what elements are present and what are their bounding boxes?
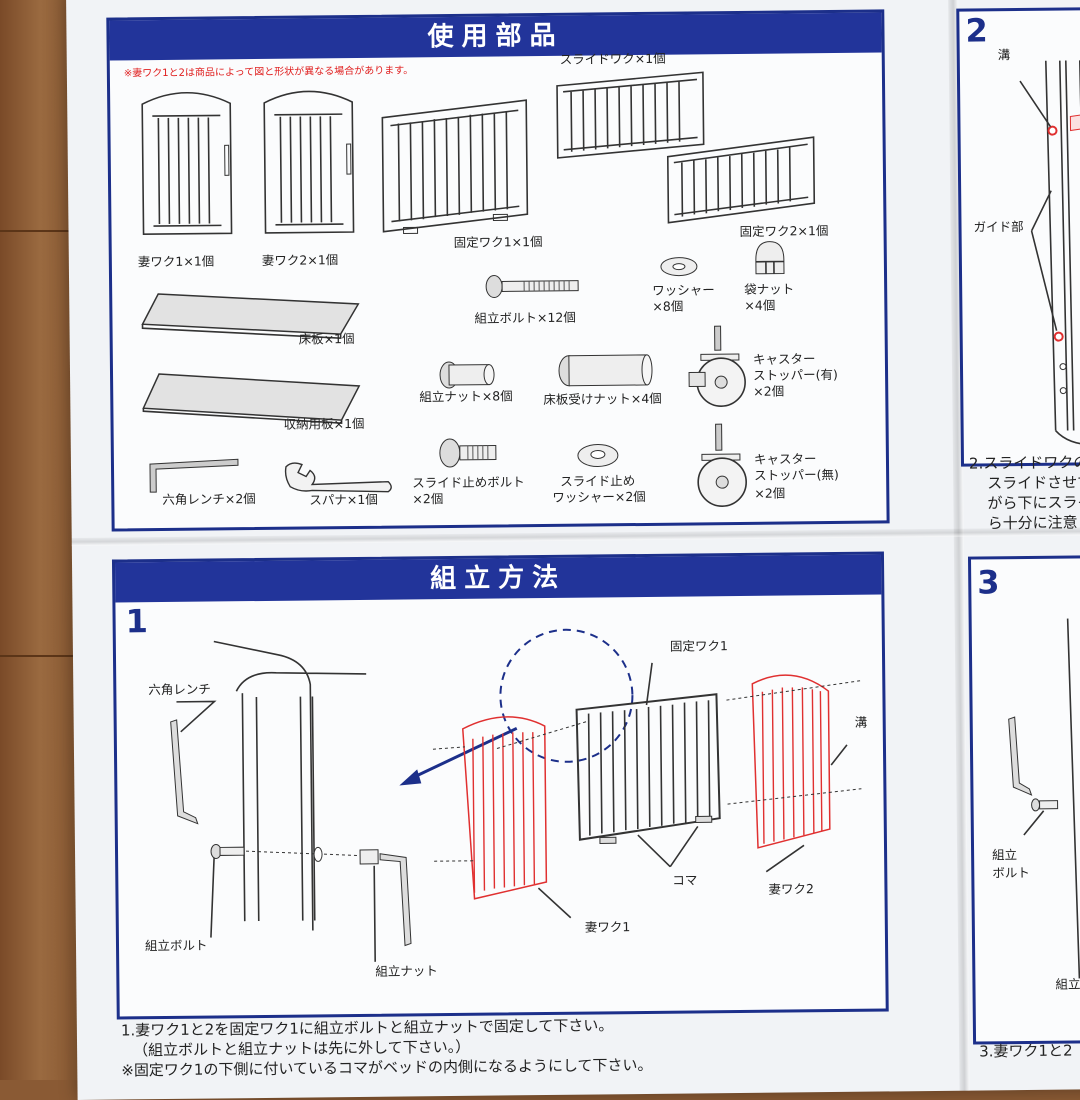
- hex-wrench-illustration: [149, 458, 239, 493]
- part-label: スライドワク×1個: [559, 50, 666, 67]
- part-label: 妻ワク2×1個: [261, 252, 339, 268]
- slide-frame-illustration: [556, 71, 705, 159]
- end-frame2-illustration: [263, 90, 355, 234]
- step2-warning: ら十分に注意し: [987, 513, 1080, 533]
- assembly-nut-illustration: [439, 361, 495, 389]
- instruction-line: （組立ボルトと組立ナットは先に外して下さい。）: [133, 1037, 471, 1060]
- step1-diagram: [170, 628, 862, 962]
- part-label: ×8個: [652, 298, 684, 314]
- part-label: スパナ×1個: [309, 491, 378, 508]
- label-assembly-nut: 組立ナット: [375, 963, 438, 979]
- part-label: ストッパー(無): [754, 466, 839, 483]
- washer-illustration: [660, 257, 698, 277]
- end-frame1-illustration: [141, 91, 233, 236]
- label-assembly-bolt: 組立ボルト: [144, 937, 208, 954]
- step3-number: 3: [977, 563, 1000, 602]
- label-end-frame1: 妻ワク1: [584, 919, 631, 935]
- part-label: 床板×1個: [298, 330, 355, 347]
- step2-text: がら下にスライ: [987, 493, 1080, 513]
- part-label: ×4個: [744, 297, 776, 313]
- part-label: 組立ナット×8個: [419, 388, 513, 405]
- parts-section-title: 使用部品: [109, 12, 882, 61]
- part-label: 固定ワク2×1個: [739, 223, 829, 239]
- instruction-sheet: 使用部品 ※妻ワク1と2は商品によって図と形状が異なる場合があります。 妻ワク1…: [66, 0, 1080, 1100]
- part-label: 収納用板×1個: [283, 415, 365, 432]
- cap-nut-illustration: [755, 241, 785, 275]
- assembly-section: 組立方法 1: [111, 551, 889, 1020]
- caster-with-stopper-illustration: [688, 325, 746, 407]
- assembly-bolt-illustration: [485, 275, 579, 299]
- part-label: ワッシャー×2個: [552, 488, 646, 505]
- label-end-frame2: 妻ワク2: [768, 881, 814, 897]
- slide-stop-washer-illustration: [577, 443, 619, 467]
- step3-text: 3.妻ワク1と2: [979, 1041, 1073, 1061]
- part-label: ワッシャー: [652, 282, 715, 298]
- step2-text: スライドさせて: [987, 473, 1080, 493]
- label-assembly-nut: 組立ナ: [1055, 976, 1080, 992]
- part-label: ×2個: [753, 383, 785, 399]
- part-label: 固定ワク1×1個: [453, 234, 543, 250]
- parts-section: 使用部品 ※妻ワク1と2は商品によって図と形状が異なる場合があります。 妻ワク1…: [106, 9, 890, 532]
- step3-diagram: [1008, 608, 1080, 979]
- slide-stop-bolt-illustration: [439, 438, 497, 468]
- step3-panel: 3 組立 ボルト 組立ナ: [967, 554, 1080, 1045]
- floor-board-illustration: [141, 293, 360, 339]
- parts-note: ※妻ワク1と2は商品によって図と形状が異なる場合があります。: [123, 65, 414, 80]
- part-label: ×2個: [754, 485, 786, 501]
- step2-number: 2: [965, 11, 988, 50]
- caster-without-stopper-illustration: [697, 423, 747, 507]
- label-koma: コマ: [672, 872, 698, 888]
- floor-seam: [0, 655, 100, 657]
- storage-board-illustration: [142, 373, 361, 424]
- step2-text: 2.スライドワクの: [968, 453, 1080, 473]
- part-label: スライド止め: [560, 473, 636, 489]
- step2-diagram: [1019, 60, 1080, 446]
- part-label: 妻ワク1×1個: [137, 253, 215, 270]
- part-label: キャスター: [753, 451, 817, 467]
- part-label: 六角レンチ×2個: [162, 491, 256, 508]
- instruction-line: 1.妻ワク1と2を固定ワク1に組立ボルトと組立ナットで固定して下さい。: [120, 1016, 614, 1040]
- part-label: ×2個: [412, 491, 444, 507]
- step2-panel: 2 溝 ガイド部: [956, 6, 1080, 467]
- label-guide: ガイド部: [973, 218, 1024, 235]
- part-label: スライド止めボルト: [412, 474, 525, 491]
- fixed-frame1-illustration: [381, 99, 529, 234]
- label-hex-wrench: 六角レンチ: [148, 681, 211, 698]
- fixed-frame2-illustration: [666, 136, 816, 224]
- label-fixed-frame1: 固定ワク1: [669, 638, 728, 654]
- part-label: 床板受けナット×4個: [543, 390, 662, 408]
- floor-seam: [0, 230, 100, 232]
- part-label: キャスター: [752, 351, 816, 367]
- label-assembly-bolt: ボルト: [992, 864, 1030, 881]
- part-label: ストッパー(有): [752, 366, 838, 383]
- spanner-illustration: [284, 462, 392, 493]
- part-label: 袋ナット: [744, 281, 795, 297]
- label-assembly-bolt: 組立: [992, 847, 1018, 863]
- part-label: 組立ボルト×12個: [474, 309, 576, 326]
- label-groove: 溝: [997, 47, 1011, 63]
- label-groove: 溝: [854, 714, 868, 730]
- floor-support-nut-illustration: [558, 354, 653, 387]
